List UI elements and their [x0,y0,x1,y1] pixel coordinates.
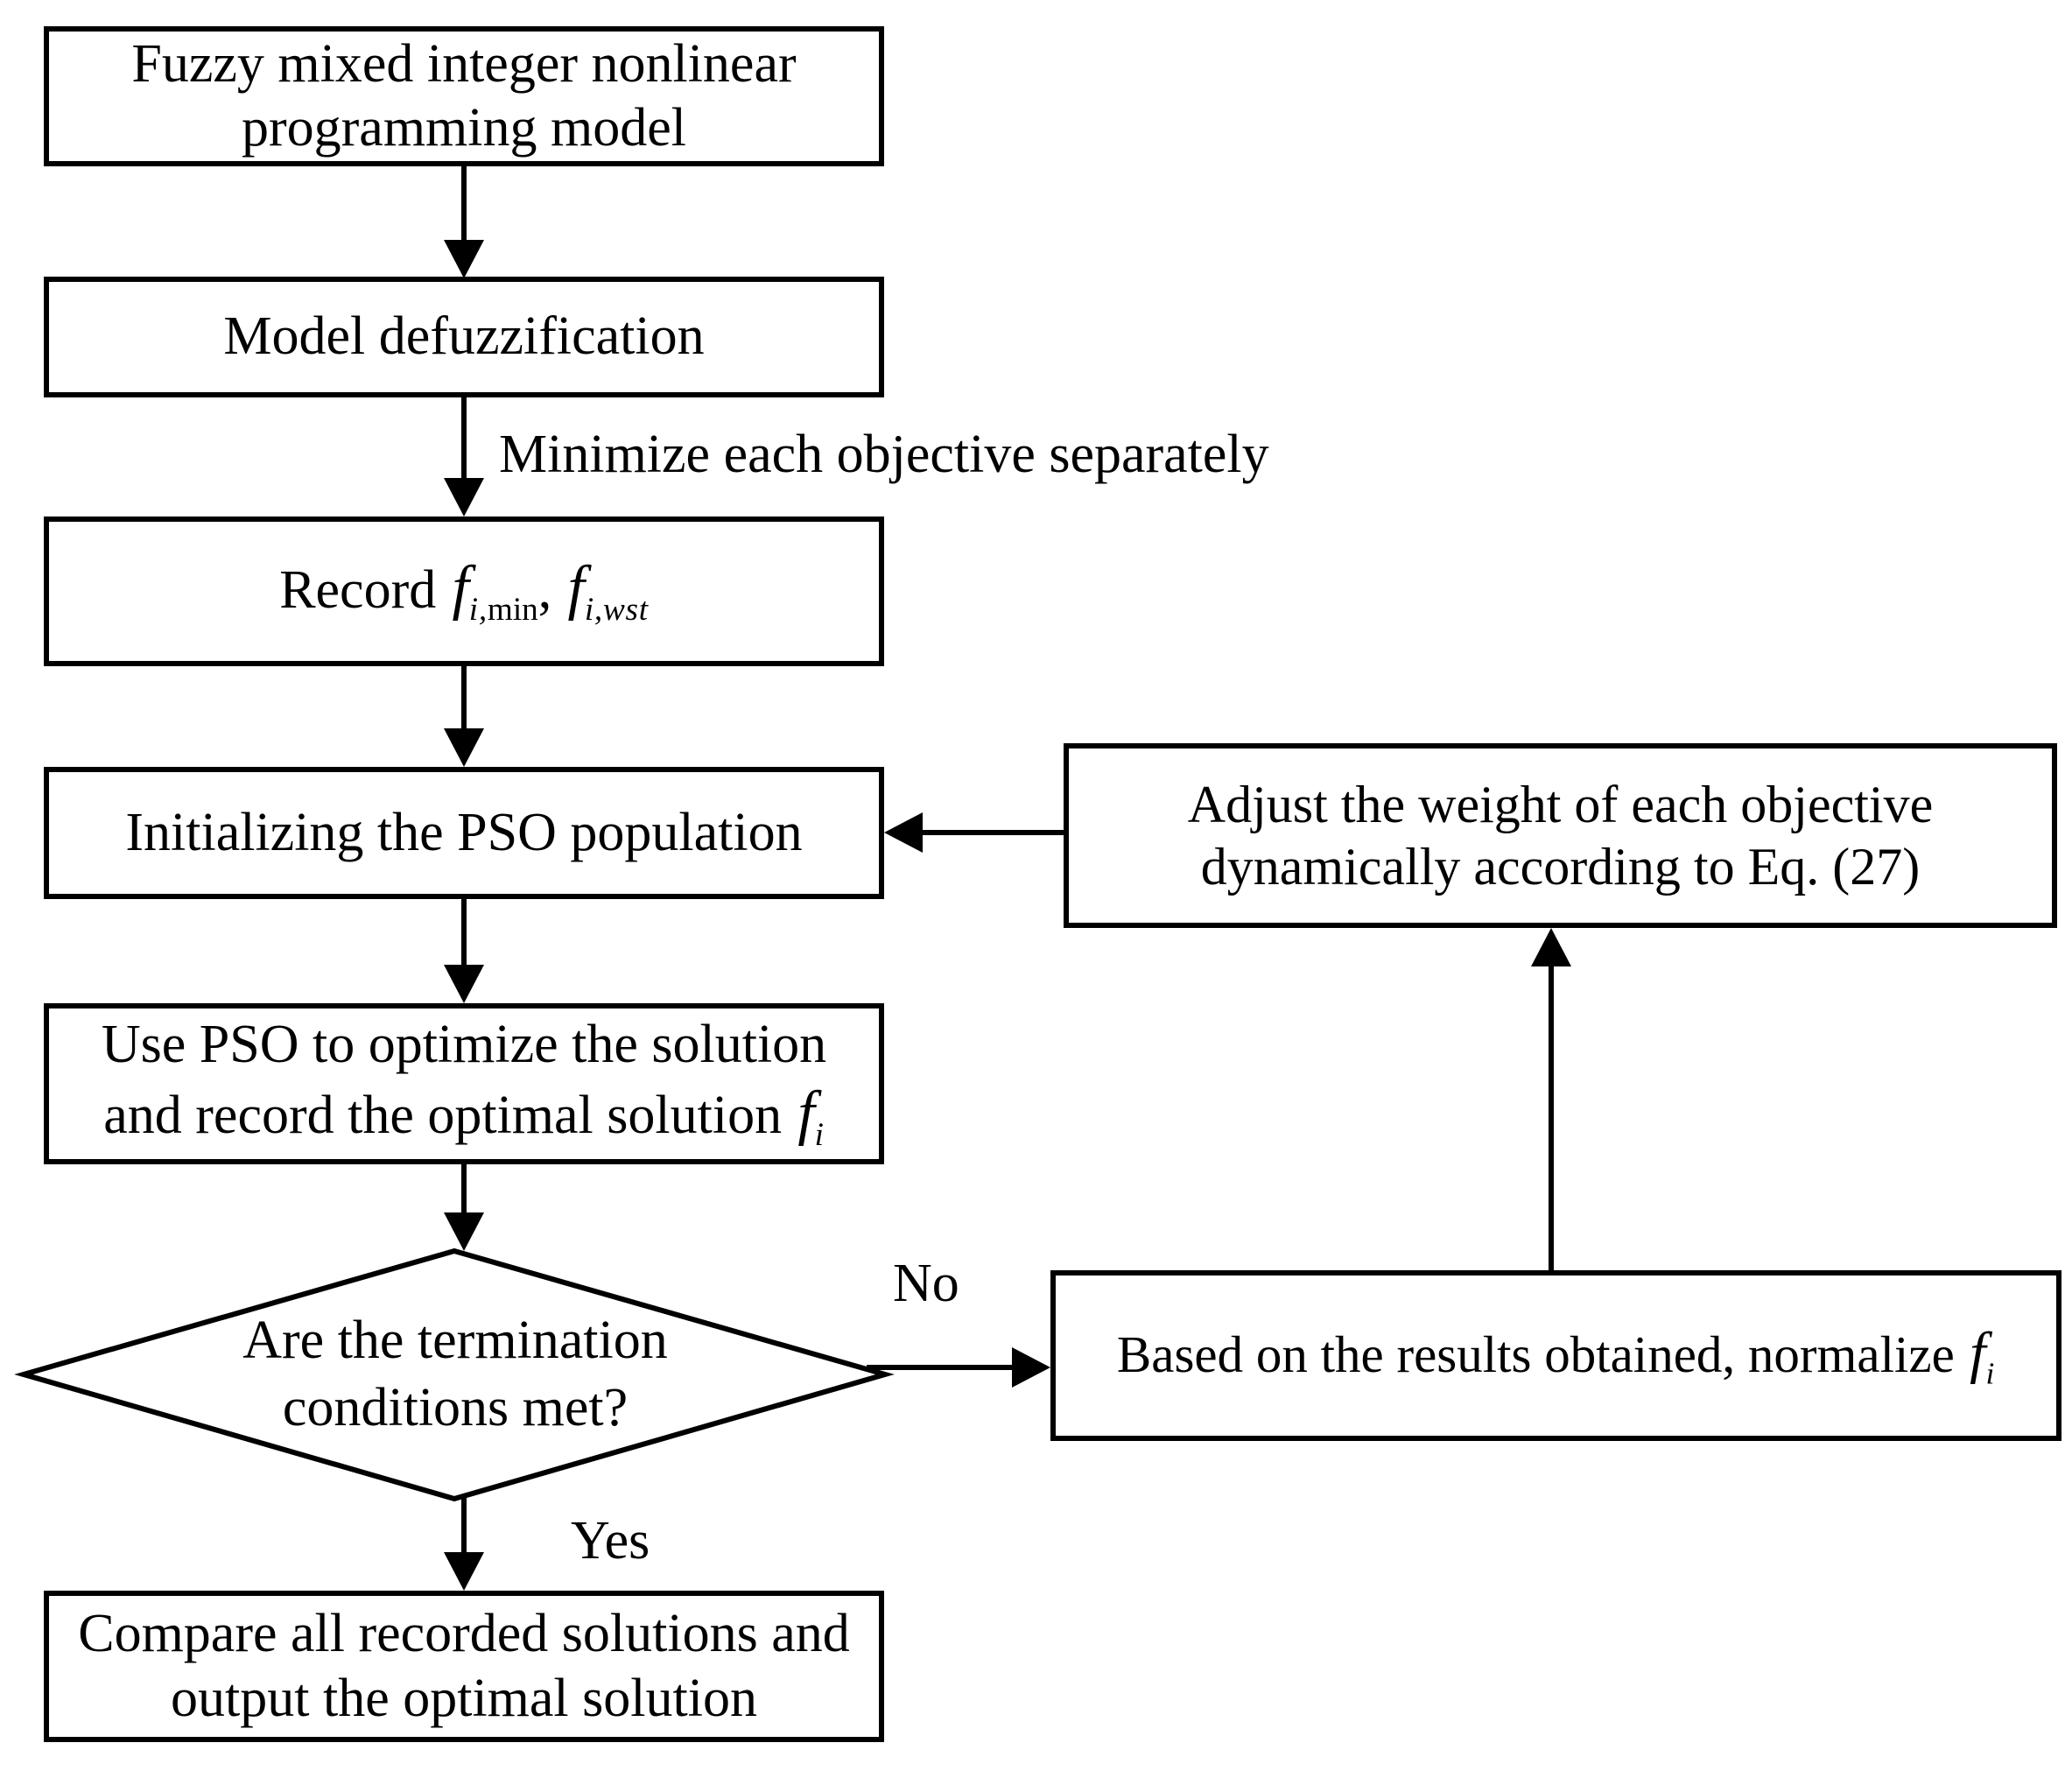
node-use-pso-label: Use PSO to optimize the solution and rec… [101,1015,827,1153]
node-compare-output-label: Compare all recorded solutions and outpu… [78,1604,850,1728]
node-model-defuzzification: Model defuzzification [44,277,884,397]
arrow-adjust-to-init [884,812,1064,853]
node-use-pso: Use PSO to optimize the solution and rec… [44,1003,884,1164]
node-model-defuzzification-label: Model defuzzification [223,306,705,367]
node-adjust-weights: Adjust the weight of each objective dyna… [1064,743,2057,928]
label-yes: Yes [571,1511,650,1571]
decision-diamond-shape [14,1247,895,1502]
node-initialize-pso-label: Initializing the PSO population [125,802,803,862]
arrow-defuzz-to-record [444,396,484,517]
arrow-decision-to-compare [444,1497,484,1591]
label-minimize-each-objective: Minimize each objective separately [499,425,1269,484]
node-initialize-pso: Initializing the PSO population [44,767,884,899]
label-no: No [893,1254,959,1313]
node-normalize-label: Based on the results obtained, normalize… [1116,1320,1996,1391]
arrow-normalize-to-adjust [1531,928,1571,1270]
node-termination-decision: Are the termination conditions met? [201,1278,709,1471]
node-adjust-weights-label: Adjust the weight of each objective dyna… [1187,775,1934,896]
arrow-fuzzy-to-defuzz [444,165,484,278]
node-compare-output: Compare all recorded solutions and outpu… [44,1591,884,1742]
node-fuzzy-model: Fuzzy mixed integer nonlinear programmin… [44,26,884,166]
arrow-record-to-init [444,664,484,767]
node-record-objectives-label: Record fi,min, fi,wst [279,554,649,629]
node-fuzzy-model-label: Fuzzy mixed integer nonlinear programmin… [131,33,797,158]
arrow-usepso-to-decision [444,1163,484,1251]
node-record-objectives: Record fi,min, fi,wst [44,517,884,666]
arrow-init-to-usepso [444,897,484,1003]
node-termination-decision-label: Are the termination conditions met? [242,1310,668,1438]
arrow-decision-to-normalize [867,1347,1050,1388]
node-normalize: Based on the results obtained, normalize… [1050,1270,2061,1441]
